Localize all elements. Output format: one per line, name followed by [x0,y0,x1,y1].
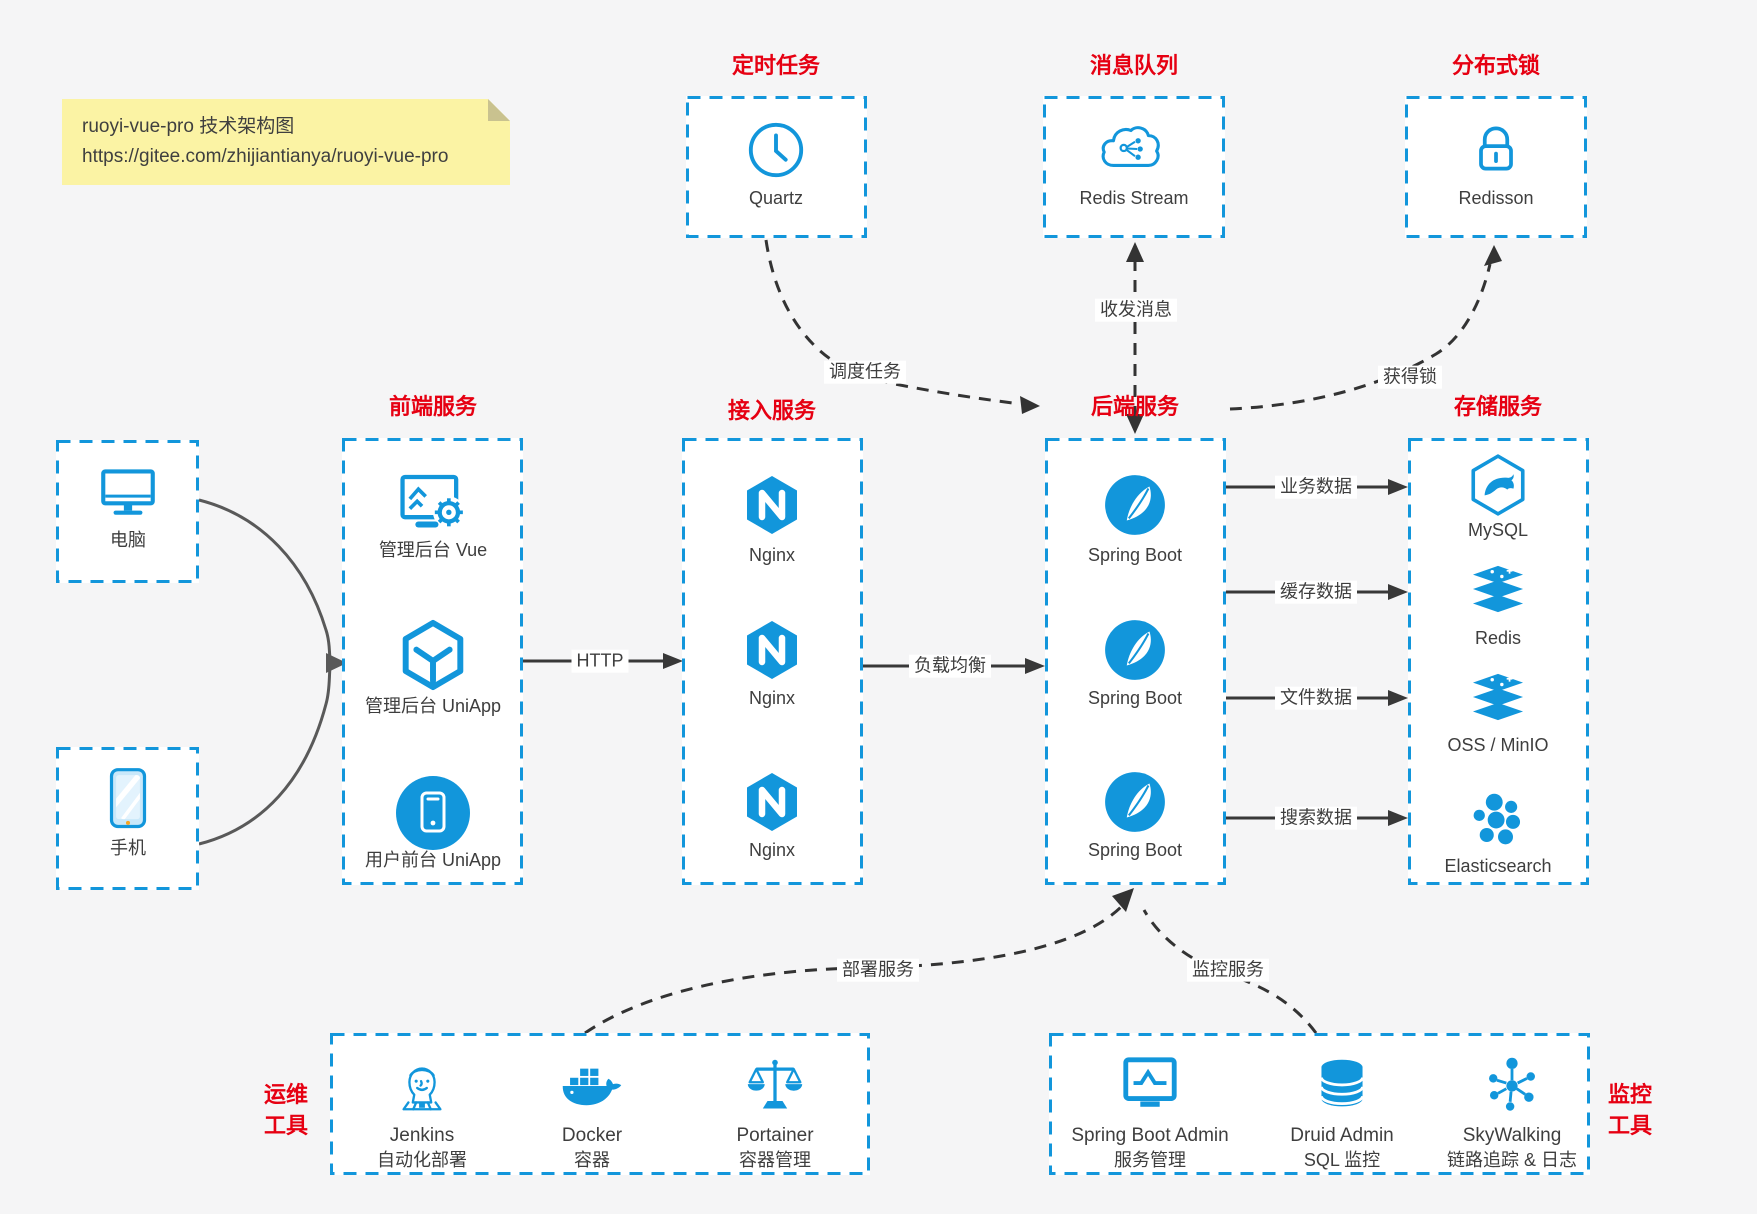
sticky-note: ruoyi-vue-pro 技术架构图 https://gitee.com/zh… [62,99,510,185]
node-label-redisson: Redisson [1458,188,1534,208]
portainer-icon [745,1056,805,1116]
lock-icon [1466,118,1526,178]
node-label-springboot-1: Spring Boot [1087,545,1183,565]
note-url: https://gitee.com/zhijiantianya/ruoyi-vu… [82,146,449,167]
storage-stack-icon [1467,672,1529,724]
group-title-gateway: 接入服务 [727,398,817,423]
spring-icon [1102,769,1168,835]
nginx-icon [740,770,804,834]
tool-desc-skywalking: 链路追踪 & 日志 [1446,1150,1578,1170]
client-connector-curves [198,498,332,846]
node-label-user-uniapp: 用户前台 UniApp [364,850,502,870]
phone-icon [106,766,150,832]
group-title-queue: 消息队列 [1089,53,1179,78]
edge-label-load-balance: 负载均衡 [909,654,991,678]
node-label-redis-stream: Redis Stream [1079,188,1189,208]
desktop-icon [95,459,161,525]
tool-name-docker: Docker [561,1125,623,1146]
tool-name-druid-admin: Druid Admin [1290,1125,1394,1146]
node-label-elasticsearch: Elasticsearch [1444,856,1552,876]
node-label-pc: 电脑 [110,530,146,550]
client-arrowhead [326,653,347,673]
user-app-icon [393,773,473,853]
group-title-frontend: 前端服务 [388,394,478,419]
group-title-backend: 后端服务 [1090,394,1180,419]
note-title: ruoyi-vue-pro 技术架构图 [82,116,295,137]
cube-icon [395,617,471,693]
node-label-springboot-3: Spring Boot [1087,840,1183,860]
edge-label-search-data: 搜索数据 [1275,806,1357,830]
tool-desc-springboot-admin: 服务管理 [1114,1150,1186,1170]
jenkins-icon [391,1055,453,1117]
edge-label-deploy-service: 部署服务 [837,958,919,982]
node-label-quartz: Quartz [748,188,804,208]
nginx-icon [740,618,804,682]
edge-label-acquire-lock: 获得锁 [1378,365,1442,389]
edge-label-http: HTTP [571,649,629,673]
edge-label-monitor-service: 监控服务 [1187,958,1269,982]
solid-arrowheads [663,479,1408,826]
docker-icon [559,1060,625,1113]
node-label-nginx-3: Nginx [748,840,796,860]
edge-label-file-data: 文件数据 [1275,686,1357,710]
nginx-icon [740,473,804,537]
redis-stack-icon [1467,564,1529,616]
database-icon [1312,1056,1372,1112]
node-label-nginx-1: Nginx [748,545,796,565]
dashed-curves [584,239,1492,1035]
dashed-arrowheads [1020,242,1502,912]
node-label-redis: Redis [1474,628,1522,648]
clock-icon [745,119,807,181]
tool-desc-portainer: 容器管理 [739,1150,811,1170]
admin-vue-icon [394,466,472,544]
tool-name-springboot-admin: Spring Boot Admin [1071,1125,1229,1146]
edge-label-schedule-job: 调度任务 [824,360,906,384]
node-label-admin-uniapp: 管理后台 UniApp [364,696,502,716]
mysql-icon [1465,452,1531,518]
elasticsearch-icon [1468,790,1528,850]
node-label-oss-minio: OSS / MinIO [1447,735,1549,755]
group-title-ops-line1: 运维 [263,1082,309,1107]
spring-icon [1102,617,1168,683]
edge-label-cache-data: 缓存数据 [1275,580,1357,604]
group-title-scheduler: 定时任务 [731,53,821,78]
molecule-icon [1482,1054,1542,1114]
group-title-monitoring-line2: 工具 [1607,1113,1653,1138]
solid-arrows [523,485,1391,820]
node-label-admin-vue: 管理后台 Vue [378,540,488,560]
node-label-mysql: MySQL [1467,520,1529,540]
group-title-monitoring-line1: 监控 [1607,1082,1653,1107]
tool-name-jenkins: Jenkins [389,1125,455,1146]
tool-desc-druid-admin: SQL 监控 [1303,1150,1381,1170]
tool-desc-docker: 容器 [574,1150,610,1170]
group-title-lock: 分布式锁 [1451,53,1541,78]
cloud-stream-icon [1097,118,1171,180]
node-label-mobile: 手机 [110,838,146,858]
tool-desc-jenkins: 自动化部署 [377,1150,467,1170]
edge-label-send-receive-message: 收发消息 [1095,298,1177,322]
spring-icon [1102,472,1168,538]
group-title-storage: 存储服务 [1453,394,1543,419]
node-label-springboot-2: Spring Boot [1087,688,1183,708]
tool-name-portainer: Portainer [736,1125,814,1146]
monitor-chart-icon [1119,1053,1181,1115]
edge-label-business-data: 业务数据 [1275,475,1357,499]
tool-name-skywalking: SkyWalking [1462,1125,1562,1146]
node-label-nginx-2: Nginx [748,688,796,708]
group-title-ops-line2: 工具 [263,1113,309,1138]
